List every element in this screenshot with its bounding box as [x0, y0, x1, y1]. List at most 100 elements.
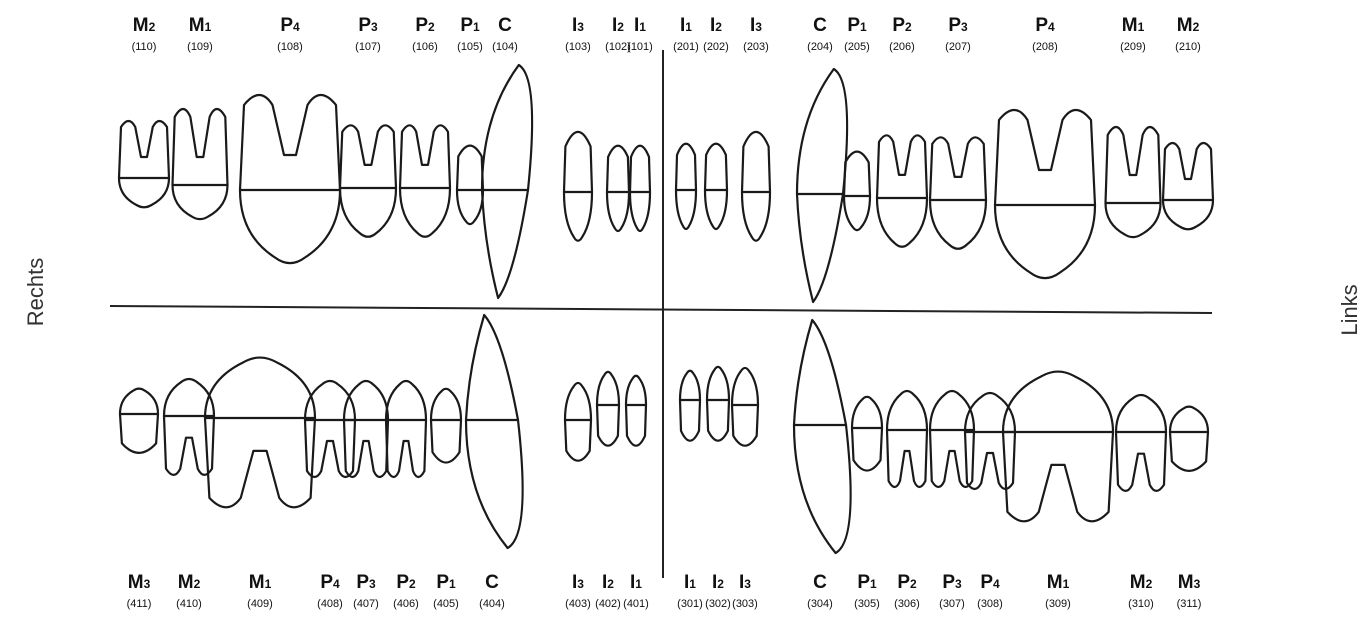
tooth-code-label: I3	[572, 15, 584, 36]
tooth-outline	[597, 372, 619, 446]
tooth-number-label: (305)	[854, 598, 880, 610]
tooth-407	[344, 381, 388, 477]
tooth-code-label: I3	[572, 572, 584, 593]
tooth-code-letter: M	[1177, 15, 1193, 36]
tooth-number-label: (302)	[705, 598, 731, 610]
tooth-code-letter: P	[942, 572, 955, 593]
tooth-code-label: M2	[133, 15, 156, 36]
tooth-code-letter: P	[460, 15, 473, 36]
tooth-number-label: (304)	[807, 598, 833, 610]
tooth-code-letter: C	[485, 572, 499, 593]
tooth-207	[930, 137, 986, 248]
tooth-311	[1170, 407, 1208, 471]
tooth-outline	[707, 367, 729, 441]
tooth-number-label: (308)	[977, 598, 1003, 610]
tooth-number-label: (202)	[703, 41, 729, 53]
tooth-number-label: (105)	[457, 41, 483, 53]
tooth-code-label: P3	[356, 572, 376, 593]
tooth-outline	[119, 121, 169, 207]
tooth-code-label: I1	[680, 15, 692, 36]
tooth-outline	[205, 358, 315, 508]
tooth-code-label: P2	[892, 15, 912, 36]
tooth-code-index: 2	[194, 577, 201, 591]
tooth-number-label: (306)	[894, 598, 920, 610]
tooth-number-label: (203)	[743, 41, 769, 53]
tooth-code-label: P1	[847, 15, 867, 36]
tooth-code-label: P3	[948, 15, 968, 36]
tooth-404	[466, 315, 523, 548]
tooth-code-label: C	[813, 572, 827, 593]
tooth-number-label: (207)	[945, 41, 971, 53]
tooth-number-label: (208)	[1032, 41, 1058, 53]
tooth-code-index: 2	[717, 577, 724, 591]
tooth-210	[1163, 143, 1213, 229]
tooth-code-letter: P	[948, 15, 961, 36]
tooth-code-label: P2	[396, 572, 416, 593]
tooth-code-index: 2	[1193, 20, 1200, 34]
tooth-code-label: P4	[980, 572, 1000, 593]
tooth-code-letter: P	[415, 15, 428, 36]
tooth-201	[676, 144, 696, 229]
tooth-409	[205, 358, 315, 508]
tooth-code-index: 3	[577, 20, 584, 34]
tooth-206	[877, 135, 927, 246]
tooth-code-label: M2	[1130, 572, 1153, 593]
tooth-203	[742, 132, 770, 241]
tooth-number-label: (106)	[412, 41, 438, 53]
tooth-code-index: 4	[293, 20, 300, 34]
tooth-number-label: (303)	[732, 598, 758, 610]
tooth-code-index: 2	[617, 20, 624, 34]
tooth-406	[386, 381, 426, 477]
tooth-205	[844, 152, 870, 231]
tooth-code-index: 4	[1048, 20, 1055, 34]
tooth-code-letter: P	[847, 15, 860, 36]
tooth-code-label: I2	[712, 572, 724, 593]
tooth-code-letter: P	[892, 15, 905, 36]
tooth-code-index: 1	[449, 577, 456, 591]
tooth-code-index: 3	[144, 577, 151, 591]
tooth-number-label: (408)	[317, 598, 343, 610]
tooth-code-letter: M	[1178, 572, 1194, 593]
tooth-code-index: 1	[685, 20, 692, 34]
tooth-code-index: 1	[265, 577, 272, 591]
tooth-code-letter: P	[396, 572, 409, 593]
tooth-411	[120, 389, 158, 453]
horizontal-divider	[110, 306, 1212, 313]
tooth-108	[240, 95, 340, 263]
tooth-outline	[676, 144, 696, 229]
tooth-outline	[1163, 143, 1213, 229]
tooth-outline	[732, 368, 758, 446]
tooth-105	[457, 146, 483, 225]
tooth-code-index: 2	[607, 577, 614, 591]
tooth-code-label: P4	[320, 572, 340, 593]
tooth-code-index: 2	[905, 20, 912, 34]
tooth-number-label: (206)	[889, 41, 915, 53]
tooth-code-label: I3	[739, 572, 751, 593]
tooth-code-index: 1	[1138, 20, 1145, 34]
tooth-number-label: (410)	[176, 598, 202, 610]
tooth-code-letter: M	[249, 572, 265, 593]
tooth-number-label: (104)	[492, 41, 518, 53]
tooth-number-label: (103)	[565, 41, 591, 53]
tooth-code-index: 1	[860, 20, 867, 34]
tooth-outline	[386, 381, 426, 477]
tooth-number-label: (205)	[844, 41, 870, 53]
tooth-code-letter: P	[1035, 15, 1048, 36]
tooth-code-letter: C	[813, 15, 827, 36]
tooth-outline	[1003, 372, 1113, 522]
tooth-code-index: 2	[409, 577, 416, 591]
tooth-number-label: (107)	[355, 41, 381, 53]
tooth-number-label: (307)	[939, 598, 965, 610]
tooth-110	[119, 121, 169, 207]
tooth-number-label: (411)	[127, 598, 152, 610]
tooth-code-index: 3	[369, 577, 376, 591]
tooth-106	[400, 125, 450, 236]
tooth-code-index: 2	[149, 20, 156, 34]
tooth-code-label: I1	[684, 572, 696, 593]
tooth-code-index: 3	[1194, 577, 1201, 591]
tooth-code-index: 3	[744, 577, 751, 591]
tooth-code-letter: M	[1122, 15, 1138, 36]
tooth-code-label: M2	[178, 572, 201, 593]
tooth-code-letter: P	[857, 572, 870, 593]
